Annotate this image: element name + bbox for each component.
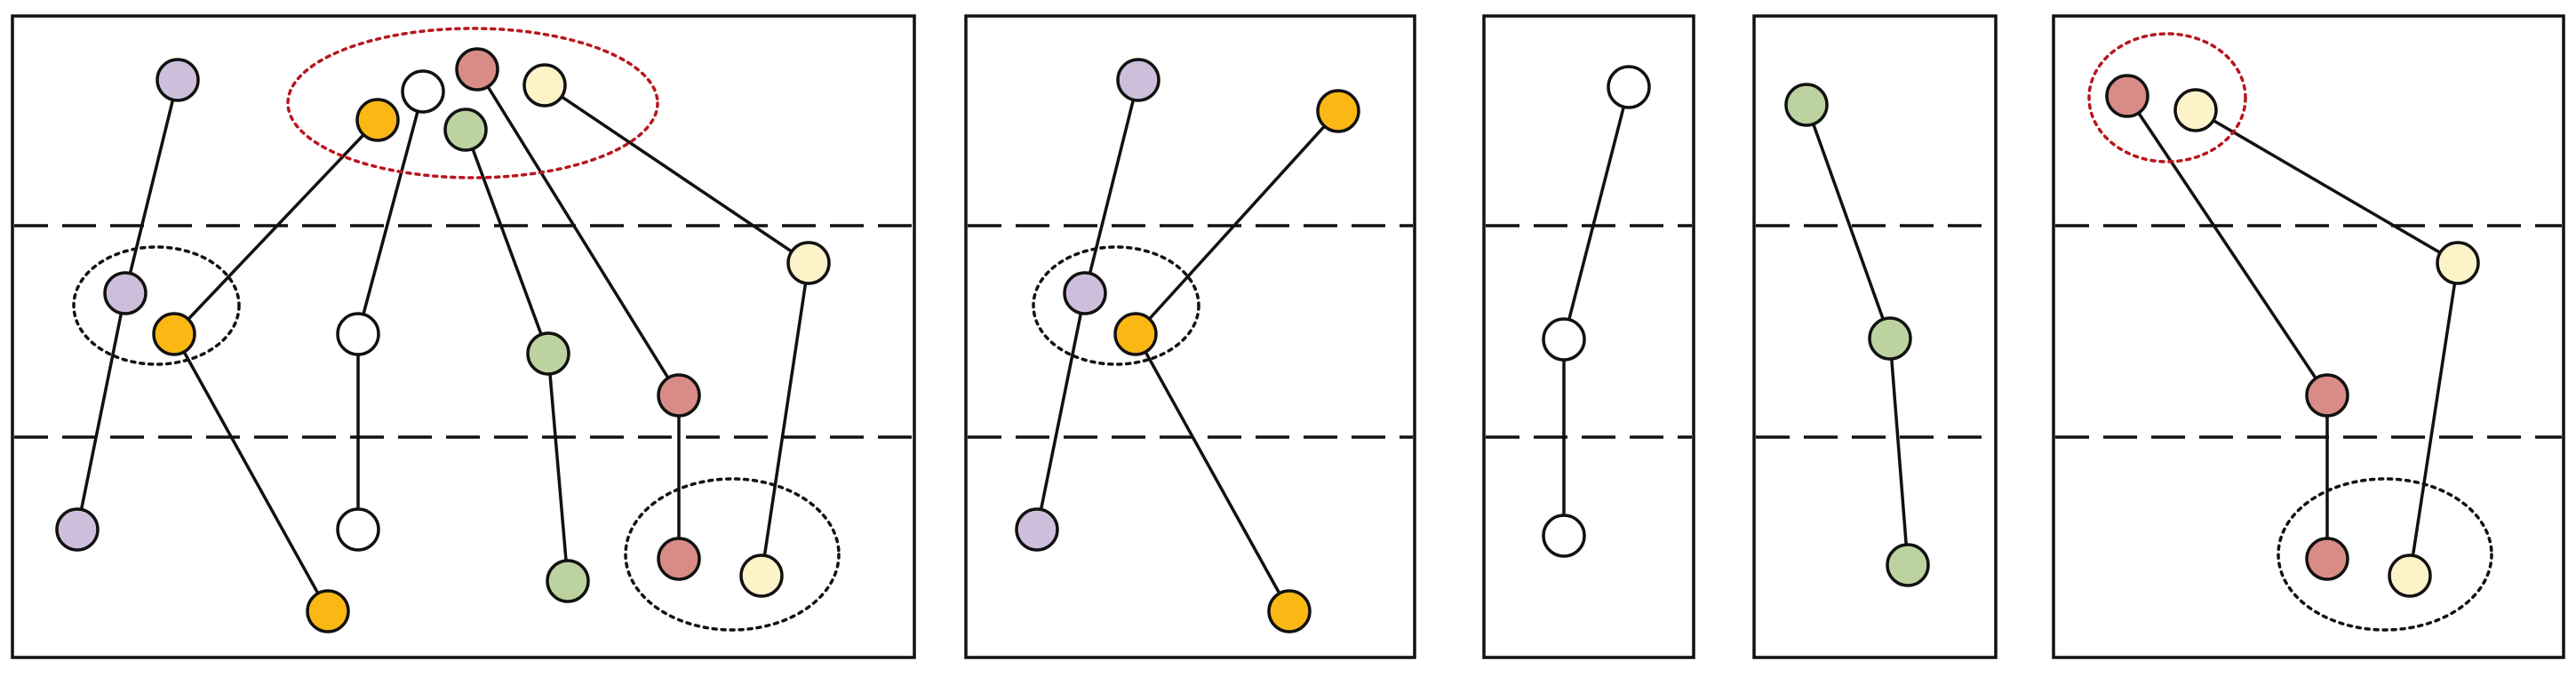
node-orange-o1 <box>355 98 400 142</box>
group-ring-bottom-group <box>624 477 841 632</box>
node-cream-c1 <box>522 63 567 108</box>
edge-c1-c2 <box>543 84 810 265</box>
node-purple-p3 <box>1015 507 1059 552</box>
edge-o1-o2 <box>1134 109 1340 336</box>
edge-w1-w2 <box>356 90 425 336</box>
node-cream-c2 <box>786 241 831 285</box>
edge-c2-c3 <box>2408 261 2460 577</box>
node-orange-o3 <box>1267 589 1312 633</box>
edge-r1-r2 <box>2125 94 2329 397</box>
node-cream-c2 <box>2436 241 2480 285</box>
panel-green <box>1752 14 1998 659</box>
node-red-r1 <box>455 47 499 92</box>
edge-r1-r2 <box>475 68 681 397</box>
edge-w1-w2 <box>1562 85 1631 341</box>
node-white-w2 <box>1542 317 1586 362</box>
node-green-g2 <box>526 331 570 376</box>
panel-white <box>1482 14 1695 659</box>
edge-g1-g2 <box>464 128 550 355</box>
node-red-r1 <box>2105 74 2149 118</box>
node-green-g3 <box>546 559 590 603</box>
node-purple-p2 <box>1063 271 1107 315</box>
edge-p2-p3 <box>1035 291 1087 531</box>
group-ring-top-group <box>2087 32 2247 163</box>
panel-red-cream <box>2052 14 2565 659</box>
edge-o2-o3 <box>1134 332 1291 613</box>
group-ring-middle-group <box>1032 245 1200 366</box>
node-purple-p2 <box>103 271 148 315</box>
node-white-w1 <box>1607 65 1651 109</box>
node-purple-p1 <box>156 58 200 102</box>
node-orange-o2 <box>152 312 196 356</box>
edge-g1-g2 <box>1805 103 1892 340</box>
node-white-w1 <box>401 69 445 114</box>
edge-o1-o2 <box>172 118 379 336</box>
node-cream-c3 <box>739 554 784 598</box>
node-green-g2 <box>1868 316 1912 361</box>
group-ring-top-group <box>286 27 659 179</box>
node-purple-p1 <box>1116 58 1160 102</box>
edge-g2-g3 <box>546 352 570 583</box>
node-red-r3 <box>657 537 701 581</box>
edge-p1-p2 <box>124 78 179 295</box>
edge-p2-p3 <box>76 291 127 531</box>
node-cream-c1 <box>2173 88 2218 132</box>
node-orange-o2 <box>1113 312 1158 356</box>
panel-frame-white <box>1482 14 1695 659</box>
edge-c1-c2 <box>2194 108 2460 265</box>
group-ring-middle-group <box>72 245 241 366</box>
node-white-w2 <box>336 312 380 356</box>
edge-o2-o3 <box>172 332 330 613</box>
panel-combined <box>11 14 916 659</box>
node-green-g3 <box>1886 543 1930 587</box>
node-red-r2 <box>2305 373 2349 418</box>
node-green-g1 <box>1784 83 1829 127</box>
node-white-w3 <box>1542 514 1586 558</box>
node-cream-c3 <box>2388 554 2432 598</box>
node-green-g1 <box>443 108 488 152</box>
edge-c2-c3 <box>760 261 810 577</box>
edge-g2-g3 <box>1888 337 1910 567</box>
edge-p1-p2 <box>1083 78 1140 295</box>
panel-purple-orange <box>964 14 1416 659</box>
group-ring-bottom-group <box>2277 477 2493 632</box>
node-white-w3 <box>336 507 380 552</box>
node-purple-p3 <box>55 507 100 552</box>
node-orange-o3 <box>306 589 350 633</box>
node-orange-o1 <box>1316 89 1360 133</box>
node-red-r2 <box>657 373 701 418</box>
node-red-r3 <box>2305 537 2349 581</box>
